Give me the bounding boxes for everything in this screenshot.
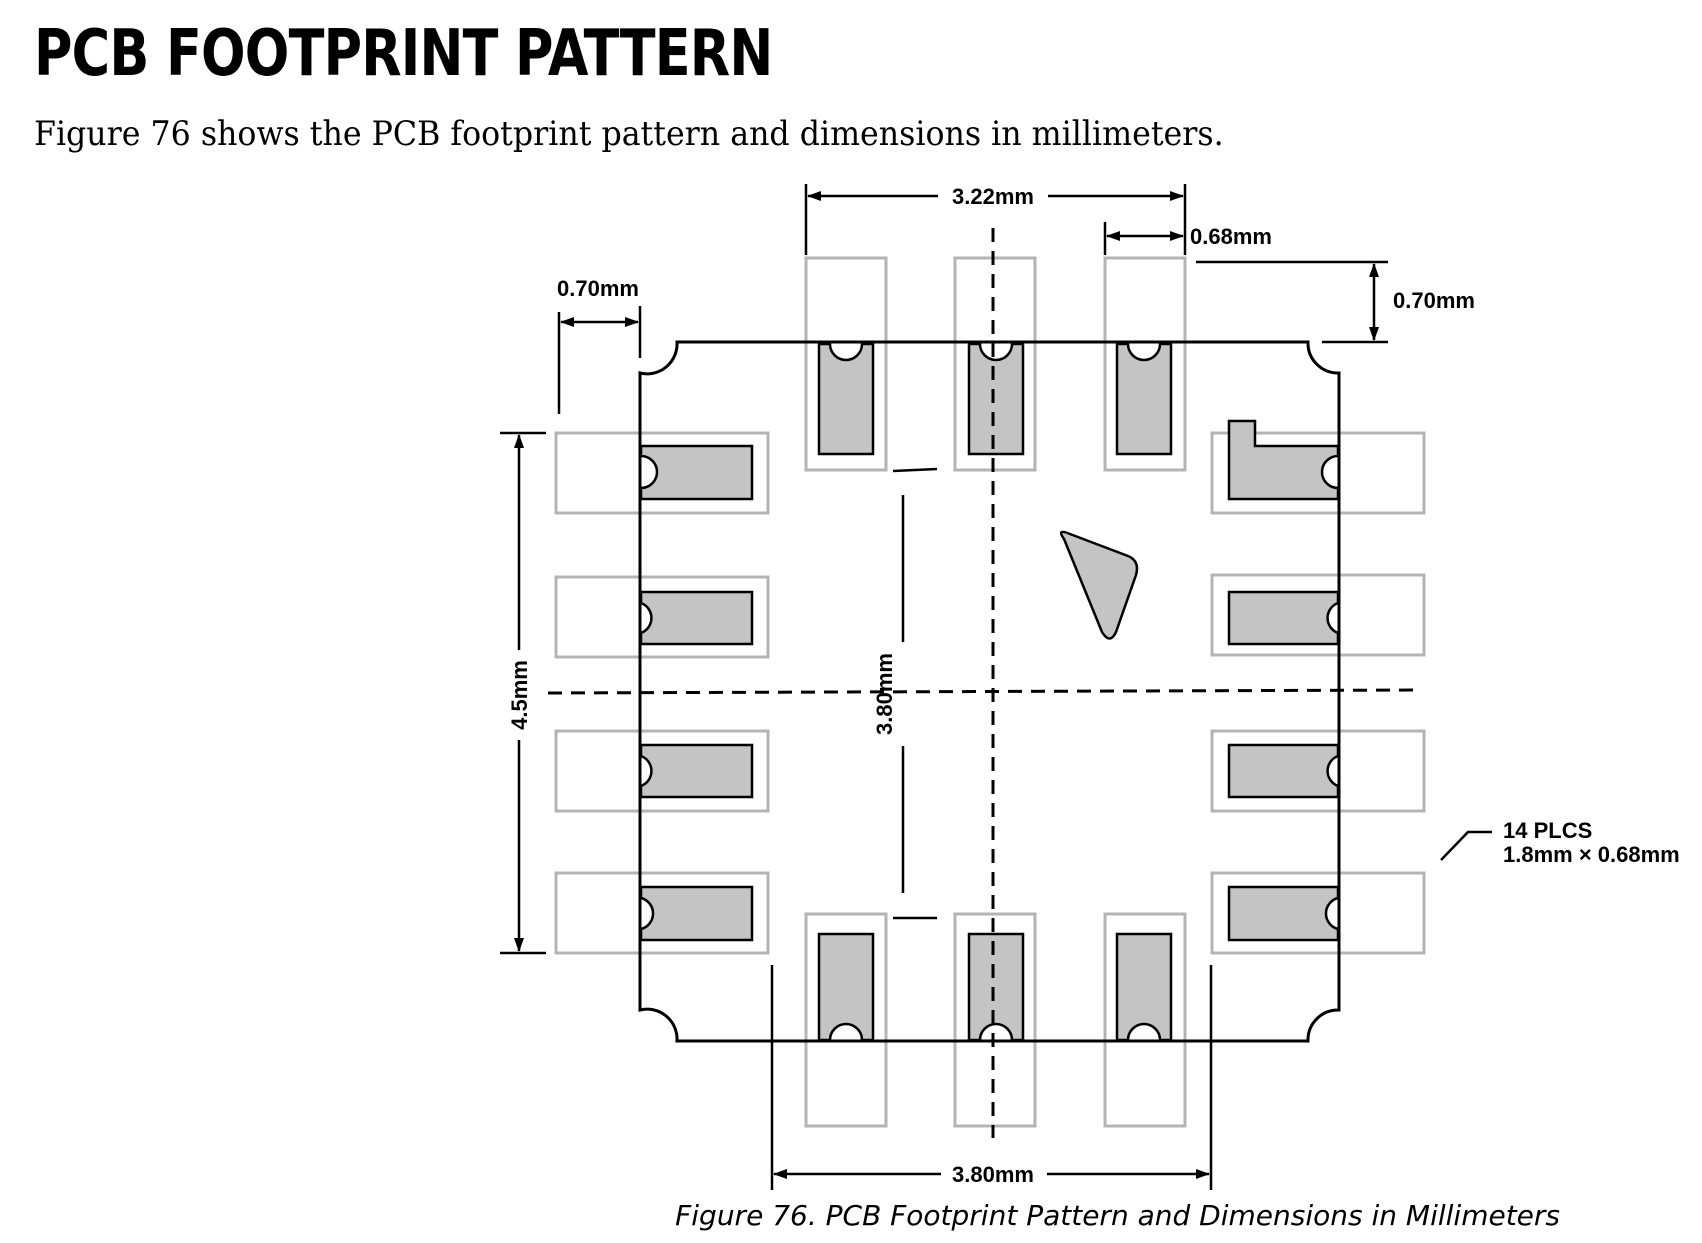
land-left-4 [554,871,770,955]
ext-line-380v-top [892,467,938,473]
solder-pads [639,342,1340,1042]
pad-left-2 [639,590,754,646]
intro-paragraph: Figure 76 shows the PCB footprint patter… [34,114,1224,154]
pad-left-1 [639,444,754,501]
pad-bottom-1 [817,932,875,1042]
pad-left-4 [639,885,754,942]
land-top-2 [953,256,1037,472]
package-outline [638,340,1341,1043]
pad-bottom-3 [1115,932,1173,1042]
pin1-triangle-marker [1059,530,1139,640]
land-left-3 [554,729,770,813]
pad-top-3 [1115,342,1173,456]
label-380mm-vertical: 3.80mm [872,653,897,735]
page-heading: PCB FOOTPRINT PATTERN [34,17,773,91]
label-380mm-horizontal: 3.80mm [952,1162,1034,1187]
label-322mm: 3.22mm [952,184,1034,209]
land-left-2 [554,575,770,659]
land-bottom-3 [1103,912,1187,1128]
label-070mm-right: 0.70mm [1393,288,1475,313]
pad-right-4 [1227,885,1340,942]
land-right-2 [1210,573,1426,657]
land-top-1 [804,256,888,472]
land-bottom-1 [804,912,888,1128]
label-45mm: 4.5mm [507,660,532,730]
dimension-lines [500,184,1492,1190]
figure-caption: Figure 76. PCB Footprint Pattern and Dim… [675,1199,1560,1232]
pad-right-2 [1227,590,1340,646]
note-leader-line [1440,830,1492,861]
label-068mm: 0.68mm [1190,224,1272,249]
pad-right-1-pin1 [1227,419,1340,501]
land-right-1 [1210,431,1426,515]
pad-left-3 [639,743,754,799]
pad-top-1 [817,342,875,456]
center-lines [547,228,1423,1138]
land-right-4 [1210,871,1426,955]
horizontal-centerline [547,688,1423,695]
pad-top-2 [967,342,1025,456]
land-right-3 [1210,729,1426,813]
pad-bottom-2 [967,932,1025,1042]
land-bottom-2 [953,912,1037,1128]
note-plcs: 14 PLCS [1503,818,1592,843]
label-070mm-left: 0.70mm [557,276,639,301]
pad-right-3 [1227,743,1340,799]
land-left-1 [554,431,770,515]
land-pattern-outlines [554,256,1426,1128]
note-pad-size: 1.8mm × 0.68mm [1503,842,1680,867]
land-top-3 [1103,256,1187,472]
